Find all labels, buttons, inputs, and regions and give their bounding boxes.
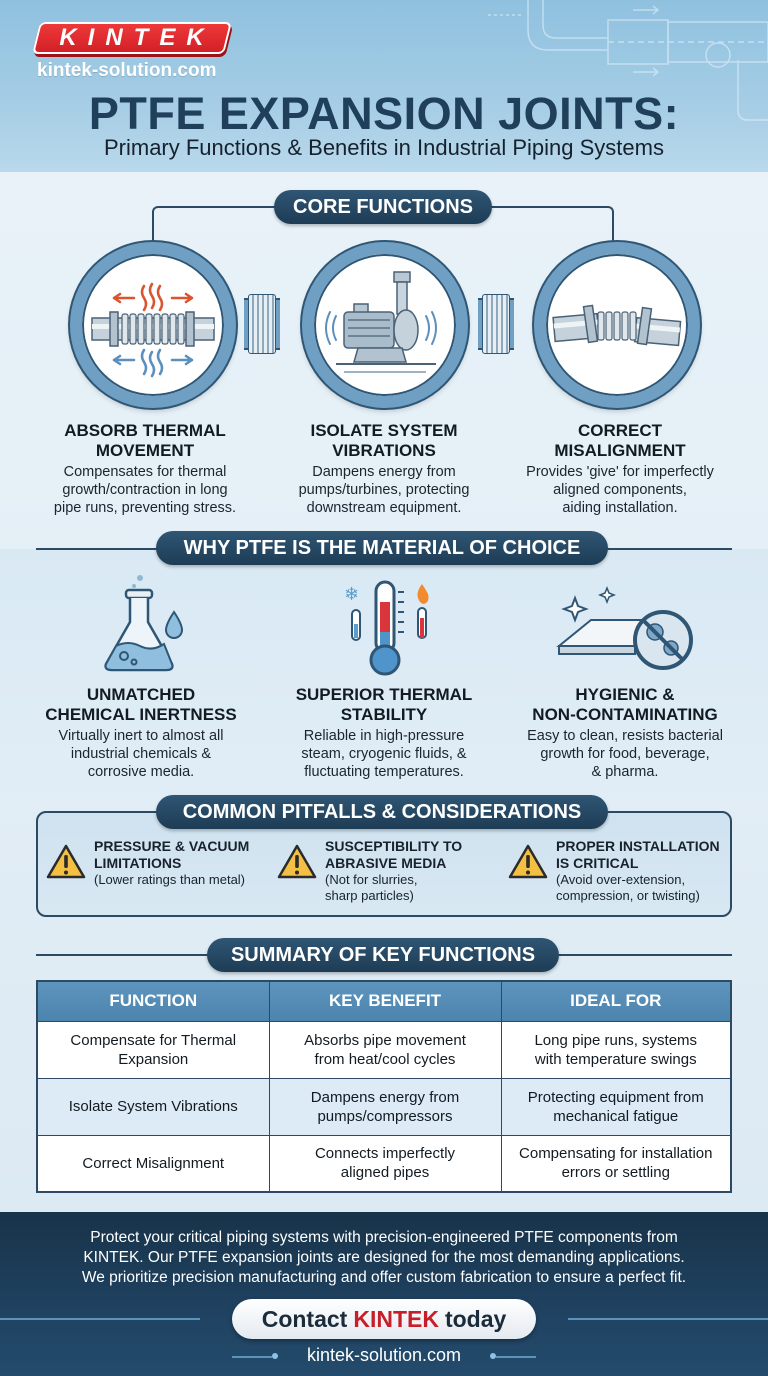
core-functions-heading: CORE FUNCTIONS xyxy=(274,190,492,224)
pitfall-description: (Avoid over-extension,compression, or tw… xyxy=(556,872,700,903)
vibration-isolation-circle xyxy=(302,242,468,408)
table-row: Isolate System Vibrations Dampens energy… xyxy=(36,1077,732,1136)
bellows-connector-right xyxy=(478,294,514,354)
column-header-function: FUNCTION xyxy=(36,980,270,1022)
page-title: PTFE EXPANSION JOINTS: xyxy=(88,88,680,139)
misalignment-circle xyxy=(534,242,700,408)
pipe-blueprint-decoration xyxy=(488,0,768,121)
table-header-row: FUNCTION KEY BENEFIT IDEAL FOR xyxy=(36,980,732,1022)
chemical-flask-icon xyxy=(104,575,184,672)
no-bacteria-icon xyxy=(556,585,693,670)
footer-site-url[interactable]: kintek-solution.com xyxy=(306,1345,462,1365)
misaligned-bellows-icon xyxy=(552,304,682,347)
page-subtitle: Primary Functions & Benefits in Industri… xyxy=(103,135,664,160)
cta-brand: KINTEK xyxy=(353,1305,439,1332)
summary-heading: SUMMARY OF KEY FUNCTIONS xyxy=(207,938,559,972)
header-site-url[interactable]: kintek-solution.com xyxy=(37,60,217,81)
footer-dot-right xyxy=(490,1353,496,1359)
footer-circuit-line-right xyxy=(568,1318,768,1320)
thermal-movement-circle xyxy=(70,242,236,408)
thermometer-icon: ❄ xyxy=(344,580,429,676)
pitfall-description: (Not for slurries,sharp particles) xyxy=(325,872,418,903)
footer-circuit-line-left-lower xyxy=(232,1356,272,1358)
bellows-connector-left xyxy=(244,294,280,354)
thermal-expansion-bellows-icon xyxy=(91,282,215,378)
pitfall-description: (Lower ratings than metal) xyxy=(94,872,246,887)
warning-icon xyxy=(508,844,548,879)
column-header-ideal-for: IDEAL FOR xyxy=(500,980,732,1022)
header-banner: KINTEK kintek-solution.com PTFE EXPANSIO… xyxy=(0,0,768,172)
cell-function: Isolate System Vibrations xyxy=(36,1077,270,1136)
contact-kintek-button[interactable]: Contact KINTEK today xyxy=(232,1299,536,1339)
summary-table: FUNCTION KEY BENEFIT IDEAL FOR Compensat… xyxy=(36,980,732,1193)
vibrating-pump-icon xyxy=(325,271,437,373)
column-header-key-benefit: KEY BENEFIT xyxy=(268,980,502,1022)
svg-text:❄: ❄ xyxy=(344,584,359,604)
why-ptfe-heading: WHY PTFE IS THE MATERIAL OF CHOICE xyxy=(156,531,608,565)
warning-icon xyxy=(277,844,317,879)
footer-description: Protect your critical piping systems wit… xyxy=(81,1229,687,1286)
cell-function: Correct Misalignment xyxy=(36,1134,270,1193)
feature-title: HYGIENIC &NON-CONTAMINATING xyxy=(532,685,718,724)
material-feature-hygienic: HYGIENIC &NON-CONTAMINATING Easy to clea… xyxy=(510,685,740,781)
warning-icon xyxy=(46,844,86,879)
table-row: Correct Misalignment Connects imperfectl… xyxy=(36,1134,732,1193)
footer-circuit-line-right-lower xyxy=(496,1356,536,1358)
footer-section xyxy=(0,1212,768,1376)
pitfalls-heading: COMMON PITFALLS & CONSIDERATIONS xyxy=(156,795,608,829)
footer-circuit-line-left xyxy=(0,1318,200,1320)
kintek-logo[interactable]: KINTEK xyxy=(32,22,232,54)
footer-dot-left xyxy=(272,1353,278,1359)
